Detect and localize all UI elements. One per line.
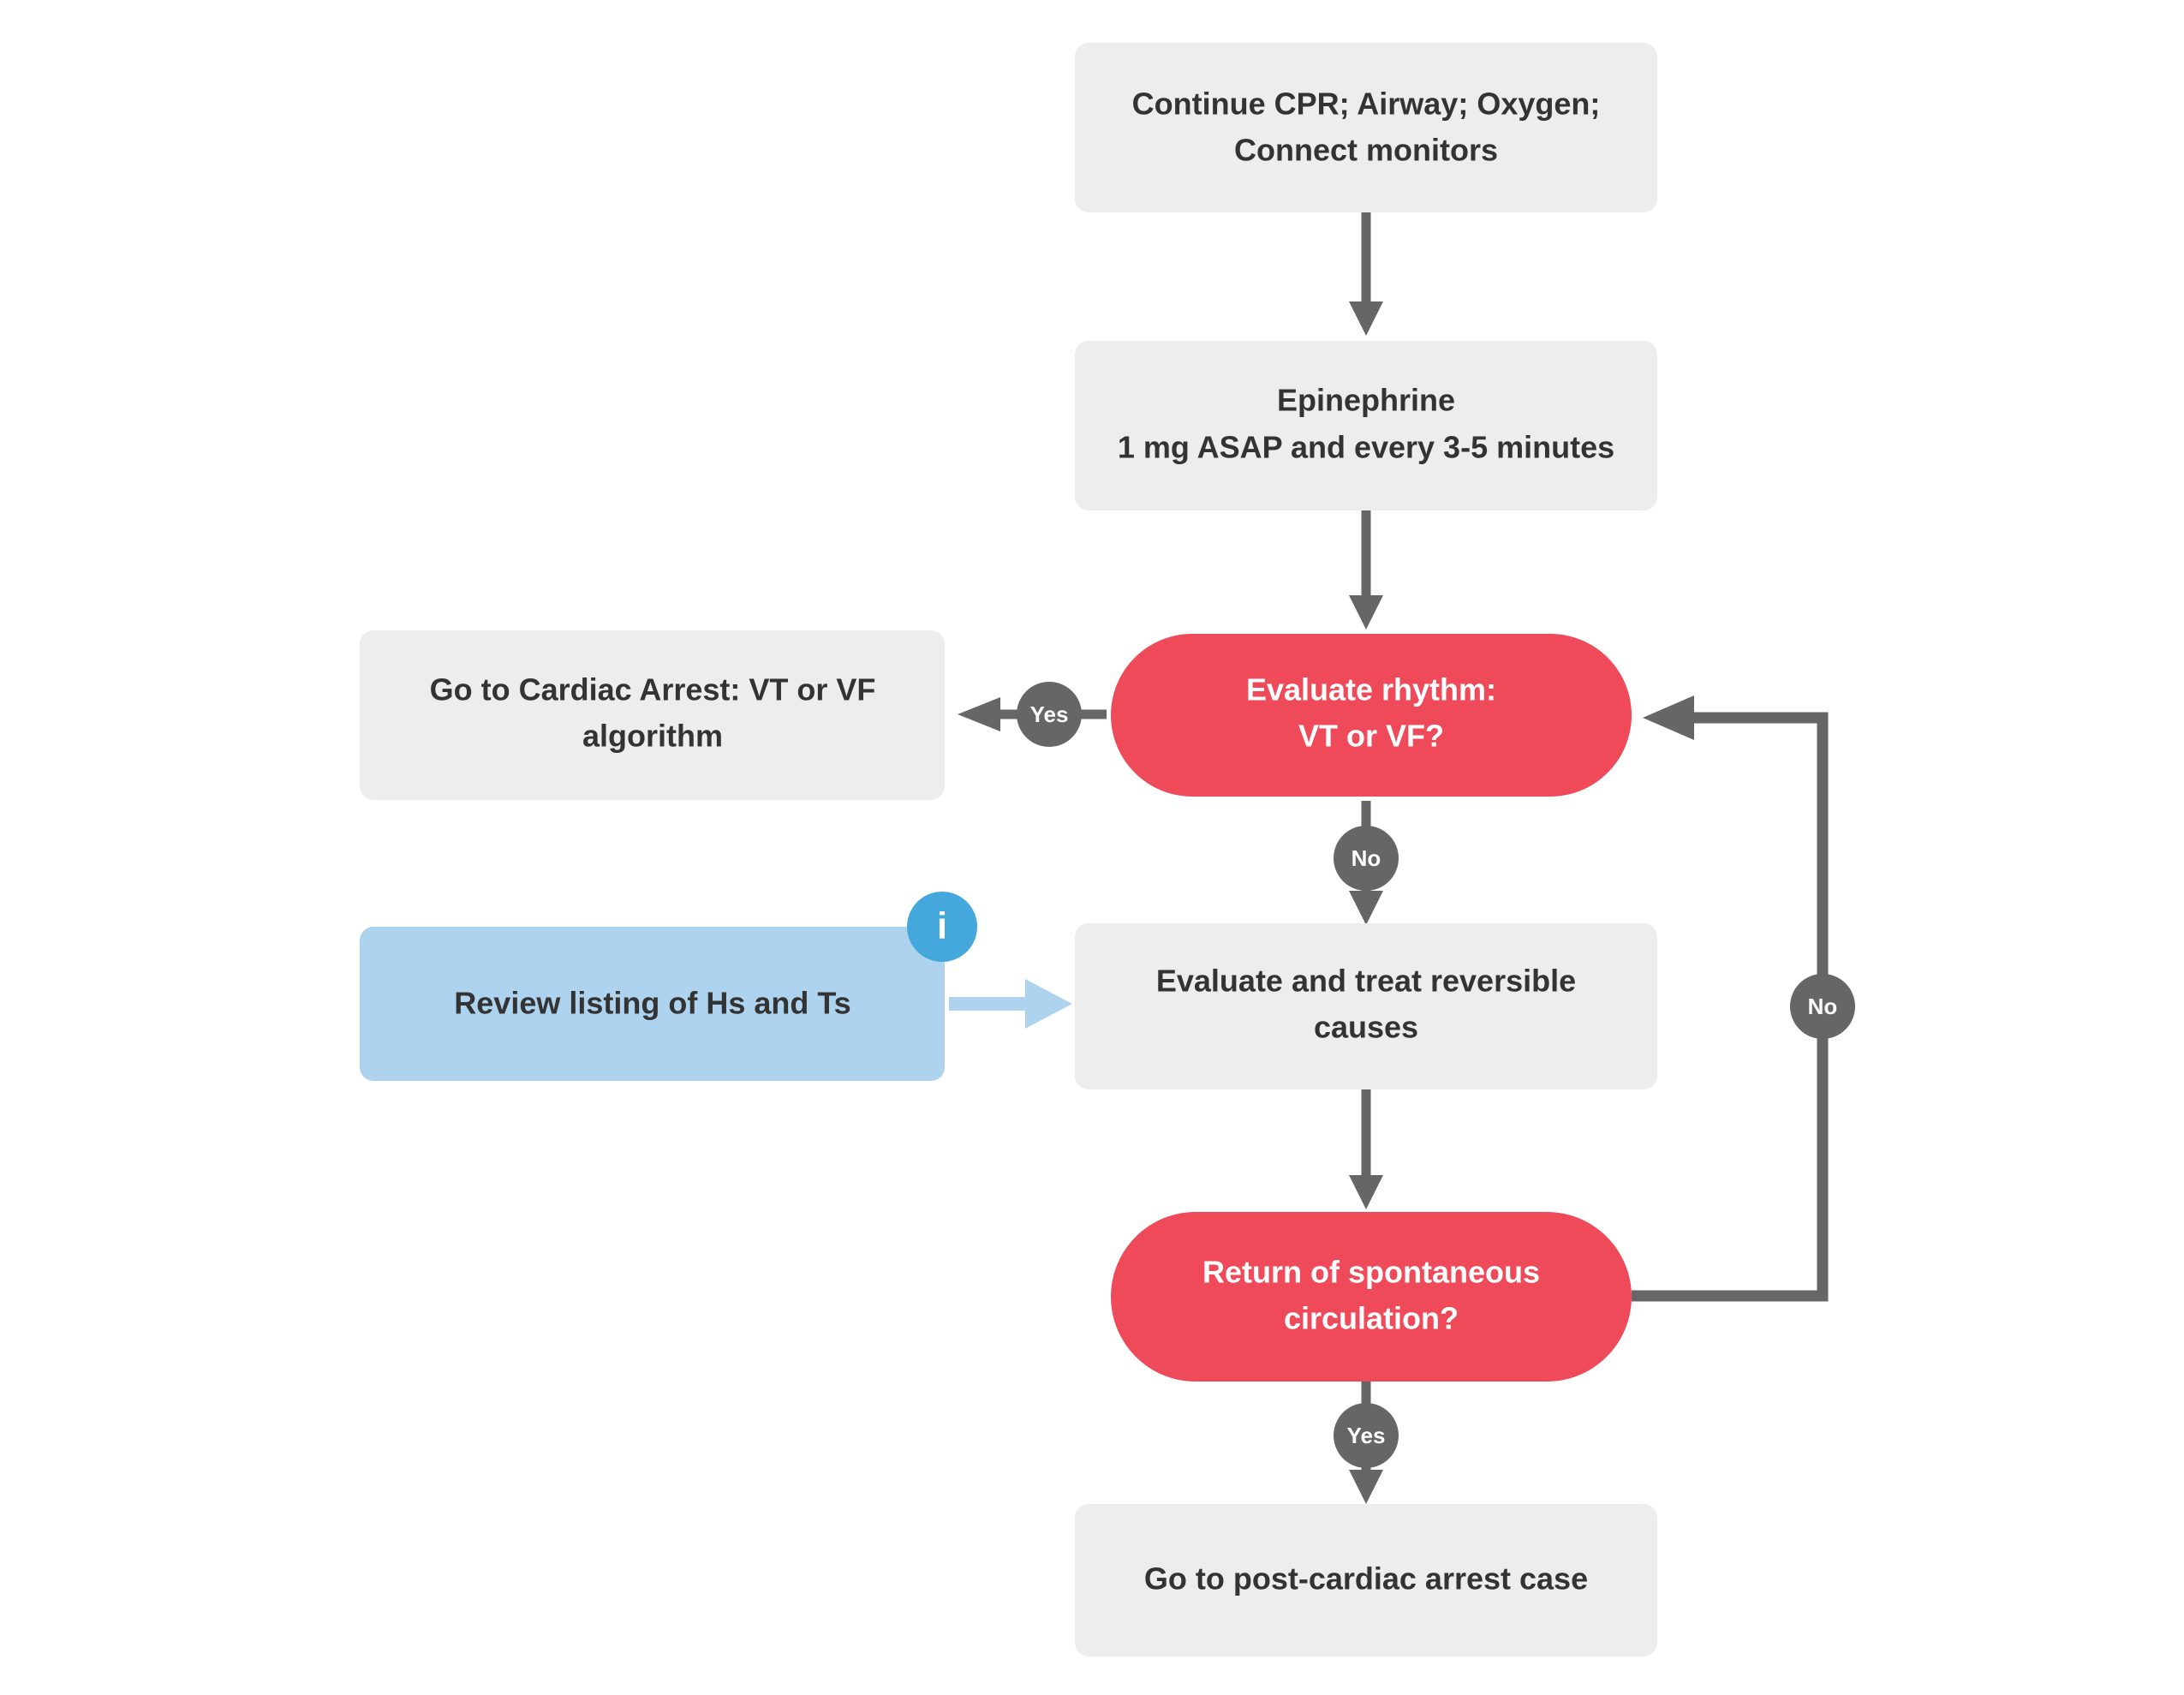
info-icon-glyph: i	[937, 905, 947, 947]
node-evaluate-rhythm[interactable]: Evaluate rhythm: VT or VF?	[1111, 634, 1632, 797]
node-continue-cpr-line2: Connect monitors	[1234, 133, 1498, 168]
node-evaluate-rhythm-line2: VT or VF?	[1298, 719, 1444, 754]
arrowhead-icon	[958, 697, 1000, 731]
info-icon[interactable]: i	[907, 892, 977, 962]
node-continue-cpr[interactable]: Continue CPR; Airway; Oxygen; Connect mo…	[1075, 43, 1657, 212]
node-shape[interactable]	[1075, 923, 1657, 1089]
edge-label-no-rosc: No	[1808, 994, 1838, 1019]
edge-label-badge	[1334, 826, 1399, 891]
edge-label-badge	[1334, 1403, 1399, 1468]
edge-evaluate-rhythm-no-to-reversible-causes: No	[1334, 801, 1399, 925]
node-epinephrine[interactable]: Epinephrine 1 mg ASAP and every 3-5 minu…	[1075, 341, 1657, 510]
node-review-hs-and-ts[interactable]: Review listing of Hs and Ts	[360, 927, 945, 1081]
edge-rosc-no-to-evaluate-rhythm: No	[1632, 695, 1855, 1302]
node-shape[interactable]	[1111, 634, 1632, 797]
node-goto-vt-vf-line1: Go to Cardiac Arrest: VT or VF	[430, 672, 876, 707]
node-epinephrine-line1: Epinephrine	[1277, 383, 1455, 418]
edge-label-no-rhythm: No	[1352, 845, 1381, 871]
edge-review-hs-ts-to-reversible-causes	[949, 979, 1072, 1029]
arrowhead-icon	[1349, 1470, 1383, 1504]
node-goto-vt-vf-line2: algorithm	[582, 719, 723, 754]
node-shape[interactable]	[1111, 1212, 1632, 1382]
node-reversible-causes-line1: Evaluate and treat reversible	[1156, 964, 1576, 999]
node-continue-cpr-line1: Continue CPR; Airway; Oxygen;	[1132, 87, 1601, 122]
edge-epinephrine-to-evaluate-rhythm	[1349, 510, 1383, 630]
arrowhead-icon	[1349, 1175, 1383, 1209]
node-rosc-line1: Return of spontaneous	[1202, 1255, 1540, 1290]
node-shape[interactable]	[1075, 1504, 1657, 1656]
edge-start-to-epinephrine	[1349, 212, 1383, 336]
arrowhead-icon	[1349, 891, 1383, 925]
node-shape[interactable]	[1075, 43, 1657, 212]
edge-evaluate-rhythm-yes-to-goto-vt-vf: Yes	[958, 682, 1107, 747]
node-reversible-causes[interactable]: Evaluate and treat reversible causes	[1075, 923, 1657, 1089]
edge-label-badge	[1790, 974, 1855, 1039]
info-icon-circle[interactable]	[907, 892, 977, 962]
node-shape[interactable]	[360, 630, 945, 800]
node-rosc-line2: circulation?	[1284, 1301, 1459, 1336]
node-review-hs-ts-label: Review listing of Hs and Ts	[454, 986, 850, 1021]
arrowhead-icon	[1643, 695, 1694, 740]
node-reversible-causes-line2: causes	[1314, 1010, 1418, 1045]
node-shape[interactable]	[360, 927, 945, 1081]
arrowhead-icon	[1349, 595, 1383, 630]
arrowhead-icon	[1349, 301, 1383, 336]
edge-label-yes-rhythm: Yes	[1030, 701, 1069, 727]
node-shape[interactable]	[1075, 341, 1657, 510]
edge-rosc-yes-to-post-arrest: Yes	[1334, 1382, 1399, 1504]
edge-reversible-causes-to-rosc	[1349, 1089, 1383, 1209]
node-epinephrine-line2: 1 mg ASAP and every 3-5 minutes	[1118, 430, 1614, 465]
arrowhead-icon	[1025, 979, 1072, 1029]
node-return-of-spontaneous-circulation[interactable]: Return of spontaneous circulation?	[1111, 1212, 1632, 1382]
edge-label-yes-rosc: Yes	[1347, 1423, 1386, 1448]
node-goto-vt-vf-algorithm[interactable]: Go to Cardiac Arrest: VT or VF algorithm	[360, 630, 945, 800]
node-goto-post-cardiac-arrest-case[interactable]: Go to post-cardiac arrest case	[1075, 1504, 1657, 1656]
edge-label-badge	[1017, 682, 1082, 747]
node-post-arrest-label: Go to post-cardiac arrest case	[1144, 1561, 1588, 1597]
node-evaluate-rhythm-line1: Evaluate rhythm:	[1246, 672, 1496, 707]
